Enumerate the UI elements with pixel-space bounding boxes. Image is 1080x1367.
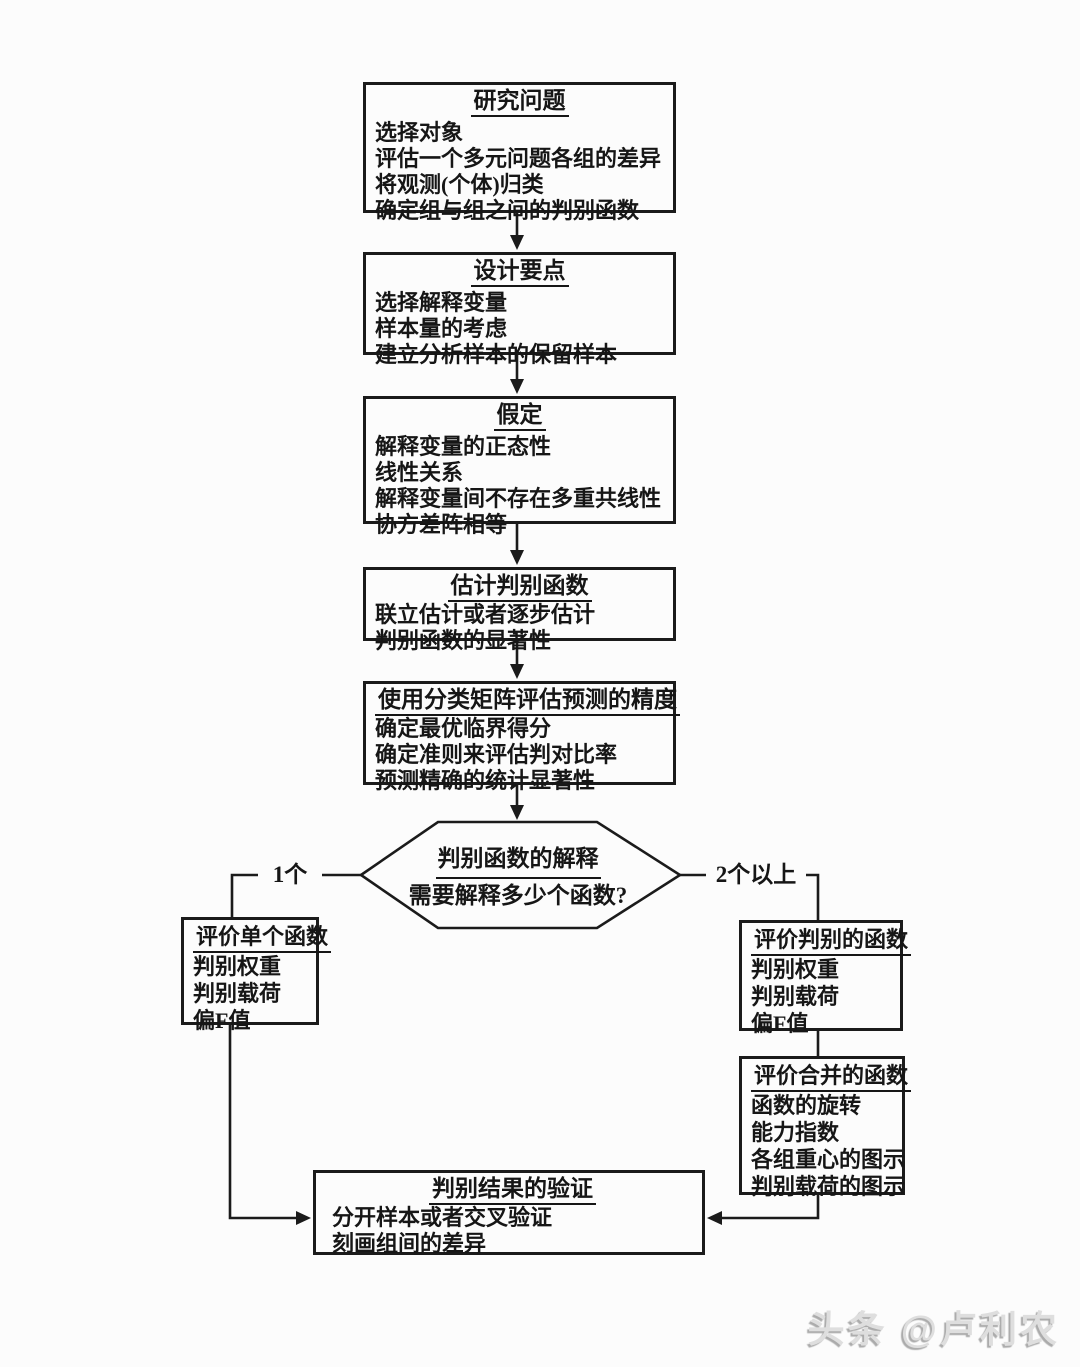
box-title-text: 评价合并的函数 bbox=[751, 1062, 912, 1092]
box-line: 分开样本或者交叉验证 bbox=[332, 1205, 553, 1230]
flow-box-validate-results: 判别结果的验证 分开样本或者交叉验证 刻画组间的差异 bbox=[313, 1170, 705, 1256]
box-title-text: 判别结果的验证 bbox=[429, 1176, 596, 1205]
box-title-text: 假定 bbox=[493, 402, 546, 431]
box-line: 样本量的考虑 bbox=[375, 316, 508, 341]
branch-label-one: 1个 bbox=[258, 858, 322, 892]
box-line: 判别权重 bbox=[751, 957, 840, 982]
flow-box-evaluate-combined-functions: 评价合并的函数 函数的旋转 能力指数 各组重心的图示 判别载荷的图示 bbox=[739, 1056, 912, 1199]
flow-box-estimate-function: 估计判别函数 联立估计或者逐步估计 判别函数的显著性 bbox=[363, 567, 676, 653]
box-line: 选择对象 bbox=[375, 120, 464, 145]
flow-box-evaluate-single-function: 评价单个函数 判别权重 判别载荷 偏F值 bbox=[181, 917, 332, 1033]
flow-box-assumptions: 假定 解释变量的正态性 线性关系 解释变量间不存在多重共线性 协方差阵相等 bbox=[363, 396, 676, 537]
box-line: 建立分析样本的保留样本 bbox=[375, 342, 618, 367]
box-title-text: 评价单个函数 bbox=[193, 923, 332, 953]
arrowhead-left-icon bbox=[707, 1211, 722, 1225]
box-line: 刻画组间的差异 bbox=[332, 1231, 487, 1256]
flow-box-design-points: 设计要点 选择解释变量 样本量的考虑 建立分析样本的保留样本 bbox=[363, 252, 676, 367]
box-title: 评价单个函数 bbox=[193, 923, 332, 953]
box-title-text: 估计判别函数 bbox=[447, 573, 592, 602]
box-line: 偏F值 bbox=[193, 1008, 251, 1033]
arrowhead-down-icon bbox=[510, 805, 524, 820]
box-title-text: 研究问题 bbox=[470, 88, 569, 117]
box-line: 确定组与组之间的判别函数 bbox=[375, 198, 640, 223]
box-line: 判别权重 bbox=[193, 954, 282, 979]
box-line: 偏F值 bbox=[751, 1011, 809, 1036]
arrowhead-down-icon bbox=[510, 664, 524, 679]
decision-title-text: 判别函数的解释 bbox=[435, 842, 601, 879]
connector-single-to-validation bbox=[228, 1025, 296, 1220]
box-title: 评价判别的函数 bbox=[751, 926, 912, 956]
box-line: 将观测(个体)归类 bbox=[375, 172, 544, 197]
box-line: 判别载荷 bbox=[751, 984, 840, 1009]
box-line: 解释变量的正态性 bbox=[375, 434, 552, 459]
box-line: 线性关系 bbox=[375, 460, 464, 485]
box-title: 评价合并的函数 bbox=[751, 1062, 912, 1092]
branch-label-two-or-more: 2个以上 bbox=[706, 858, 806, 892]
box-title-text: 评价判别的函数 bbox=[751, 926, 912, 956]
decision-title: 判别函数的解释 bbox=[388, 842, 648, 879]
box-title: 使用分类矩阵评估预测的精度 bbox=[375, 687, 680, 716]
box-line: 判别载荷的图示 bbox=[751, 1174, 906, 1199]
box-line: 联立估计或者逐步估计 bbox=[375, 602, 596, 627]
box-line: 函数的旋转 bbox=[751, 1093, 862, 1118]
arrowhead-down-icon bbox=[510, 379, 524, 394]
flow-box-evaluate-discriminant-functions: 评价判别的函数 判别权重 判别载荷 偏F值 bbox=[739, 920, 912, 1036]
box-line: 各组重心的图示 bbox=[751, 1147, 906, 1172]
arrowhead-right-icon bbox=[296, 1211, 311, 1225]
arrowhead-down-icon bbox=[510, 550, 524, 565]
box-line: 确定最优临界得分 bbox=[375, 716, 552, 741]
box-title: 判别结果的验证 bbox=[332, 1176, 693, 1205]
box-line: 能力指数 bbox=[751, 1120, 840, 1145]
box-line: 选择解释变量 bbox=[375, 290, 508, 315]
box-title: 假定 bbox=[375, 402, 664, 431]
decision-question: 需要解释多少个函数? bbox=[408, 883, 628, 908]
box-line: 确定准则来评估判对比率 bbox=[375, 742, 618, 767]
box-line: 评估一个多元问题各组的差异 bbox=[375, 146, 662, 171]
box-title-text: 设计要点 bbox=[470, 258, 569, 287]
box-line: 判别函数的显著性 bbox=[375, 628, 552, 653]
box-title: 研究问题 bbox=[375, 88, 664, 117]
box-line: 协方差阵相等 bbox=[375, 512, 508, 537]
flow-box-classification-matrix: 使用分类矩阵评估预测的精度 确定最优临界得分 确定准则来评估判对比率 预测精确的… bbox=[363, 681, 680, 793]
box-title: 设计要点 bbox=[375, 258, 664, 287]
flow-box-research-problem: 研究问题 选择对象 评估一个多元问题各组的差异 将观测(个体)归类 确定组与组之… bbox=[363, 82, 676, 223]
box-title-text: 使用分类矩阵评估预测的精度 bbox=[375, 687, 680, 716]
arrowhead-down-icon bbox=[510, 235, 524, 250]
decision-node-text: 判别函数的解释 需要解释多少个函数? bbox=[388, 842, 648, 913]
box-line: 判别载荷 bbox=[193, 981, 282, 1006]
box-line: 解释变量间不存在多重共线性 bbox=[375, 486, 662, 511]
watermark-text: 头条 @卢利农 bbox=[807, 1309, 1060, 1350]
box-title: 估计判别函数 bbox=[375, 573, 664, 602]
box-line: 预测精确的统计显著性 bbox=[375, 768, 596, 793]
